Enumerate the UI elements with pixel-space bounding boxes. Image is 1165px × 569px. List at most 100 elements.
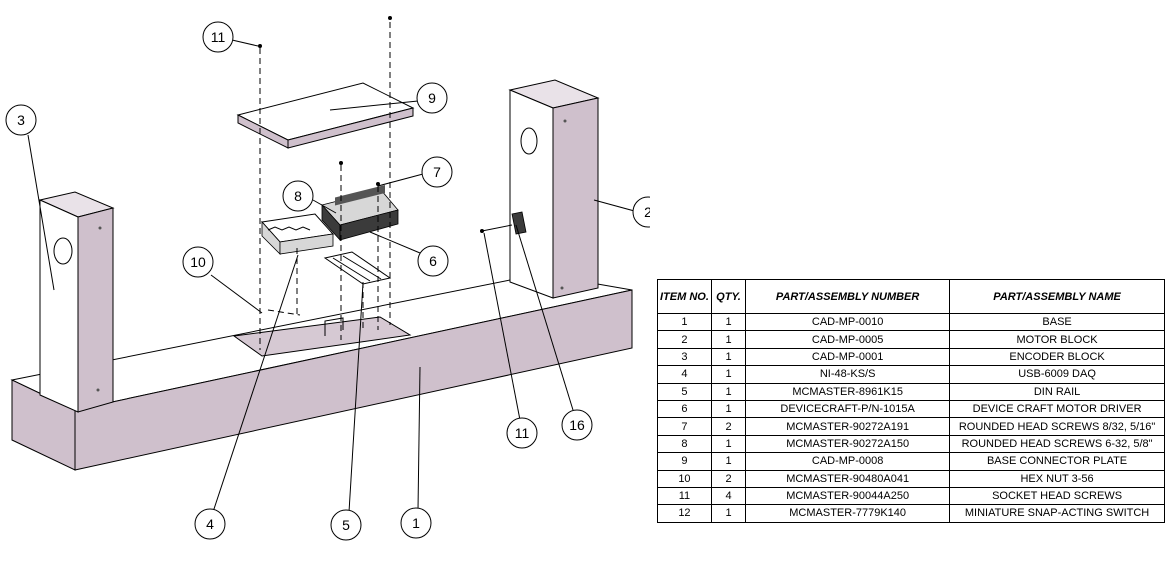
- balloon-label: 11: [515, 425, 530, 441]
- cell-part-name: ROUNDED HEAD SCREWS 8/32, 5/16": [949, 417, 1165, 436]
- cell-item-no: 1: [657, 312, 712, 332]
- cell-item-no: 12: [657, 504, 712, 523]
- balloon-16: 16: [561, 409, 593, 441]
- cell-part-number: MCMASTER-7779K140: [745, 504, 951, 523]
- encoder-block-part: [38, 191, 115, 413]
- cell-part-number: CAD-MP-0005: [745, 330, 951, 349]
- balloon-2: 2: [632, 196, 650, 228]
- cell-qty: 4: [710, 486, 747, 506]
- balloon-label: 11: [211, 29, 226, 45]
- cell-qty: 2: [710, 469, 747, 488]
- balloon-10: 10: [182, 246, 214, 278]
- balloon-label: 2: [644, 204, 650, 220]
- cell-item-no: 10: [657, 469, 712, 488]
- balloon-leaders: [27, 39, 639, 513]
- balloon-5: 5: [330, 509, 362, 541]
- cell-qty: 1: [710, 312, 747, 332]
- din-rail-part: [323, 251, 392, 285]
- balloon-label: 8: [294, 188, 302, 204]
- cell-qty: 1: [710, 330, 747, 349]
- cell-part-name: MOTOR BLOCK: [949, 330, 1165, 349]
- cell-part-number: MCMASTER-8961K15: [745, 382, 951, 401]
- cell-part-name: ROUNDED HEAD SCREWS 6-32, 5/8": [949, 434, 1165, 454]
- cell-qty: 1: [710, 434, 747, 454]
- balloon-11-bottom: 11: [506, 417, 538, 449]
- cell-part-number: NI-48-KS/S: [745, 365, 951, 384]
- header-part-number: PART/ASSEMBLY NUMBER: [745, 279, 951, 314]
- cell-item-no: 8: [657, 434, 712, 454]
- cell-part-name: BASE: [949, 312, 1165, 332]
- cell-part-name: BASE CONNECTOR PLATE: [949, 452, 1165, 471]
- cell-qty: 1: [710, 347, 747, 367]
- balloon-label: 7: [433, 164, 441, 180]
- cell-item-no: 9: [657, 452, 712, 471]
- cell-qty: 2: [710, 417, 747, 436]
- cell-part-number: MCMASTER-90272A150: [745, 434, 951, 454]
- cell-qty: 1: [710, 504, 747, 523]
- cell-qty: 1: [710, 365, 747, 384]
- screw-markers: [258, 16, 484, 233]
- cell-item-no: 3: [657, 347, 712, 367]
- balloon-7: 7: [421, 156, 453, 188]
- balloon-11-top: 11: [202, 21, 234, 53]
- motor-block-part: [508, 79, 600, 299]
- header-item-no: ITEM NO.: [657, 279, 712, 314]
- usb-daq-part: [261, 213, 334, 255]
- header-part-name: PART/ASSEMBLY NAME: [949, 279, 1165, 314]
- balloon-label: 10: [190, 254, 206, 270]
- cell-item-no: 2: [657, 330, 712, 349]
- bom-header-row: ITEM NO. QTY. PART/ASSEMBLY NUMBER PART/…: [657, 279, 1165, 314]
- balloon-label: 6: [429, 253, 437, 269]
- motor-driver-part: [321, 185, 399, 242]
- cell-item-no: 5: [657, 382, 712, 401]
- balloon-label: 3: [17, 112, 25, 128]
- balloon-6: 6: [417, 245, 449, 277]
- switch-part: [481, 211, 527, 235]
- cell-part-name: ENCODER BLOCK: [949, 347, 1165, 367]
- cell-qty: 1: [710, 399, 747, 419]
- cell-part-number: MCMASTER-90272A191: [745, 417, 951, 436]
- cell-part-number: CAD-MP-0010: [745, 312, 951, 332]
- balloon-label: 9: [428, 90, 436, 106]
- cell-part-name: HEX NUT 3-56: [949, 469, 1165, 488]
- balloon-9: 9: [416, 82, 448, 114]
- cell-part-number: MCMASTER-90480A041: [745, 469, 951, 488]
- cell-qty: 1: [710, 382, 747, 401]
- balloon-label: 4: [206, 516, 214, 532]
- cell-part-number: CAD-MP-0001: [745, 347, 951, 367]
- cell-part-number: DEVICECRAFT-P/N-1015A: [745, 399, 951, 419]
- base-connector-plate-part: [236, 82, 415, 149]
- assembly-lines: [259, 22, 391, 350]
- cell-part-name: SOCKET HEAD SCREWS: [949, 486, 1165, 506]
- balloon-4: 4: [194, 508, 226, 540]
- exploded-assembly-drawing: 11 9 3 7 8 2 10 6 11 16 4 5: [5, 16, 650, 541]
- cell-part-number: MCMASTER-90044A250: [745, 486, 951, 506]
- balloon-label: 16: [569, 417, 585, 433]
- cell-qty: 1: [710, 452, 747, 471]
- cell-part-name: DEVICE CRAFT MOTOR DRIVER: [949, 399, 1165, 419]
- cell-part-name: USB-6009 DAQ: [949, 365, 1165, 384]
- balloon-8: 8: [282, 180, 314, 212]
- cell-item-no: 4: [657, 365, 712, 384]
- base-part: [10, 273, 633, 471]
- cell-item-no: 7: [657, 417, 712, 436]
- cell-part-name: DIN RAIL: [949, 382, 1165, 401]
- balloon-label: 5: [342, 517, 350, 533]
- cell-part-number: CAD-MP-0008: [745, 452, 951, 471]
- balloon-1: 1: [400, 507, 432, 539]
- cell-item-no: 6: [657, 399, 712, 419]
- balloon-3: 3: [5, 104, 37, 136]
